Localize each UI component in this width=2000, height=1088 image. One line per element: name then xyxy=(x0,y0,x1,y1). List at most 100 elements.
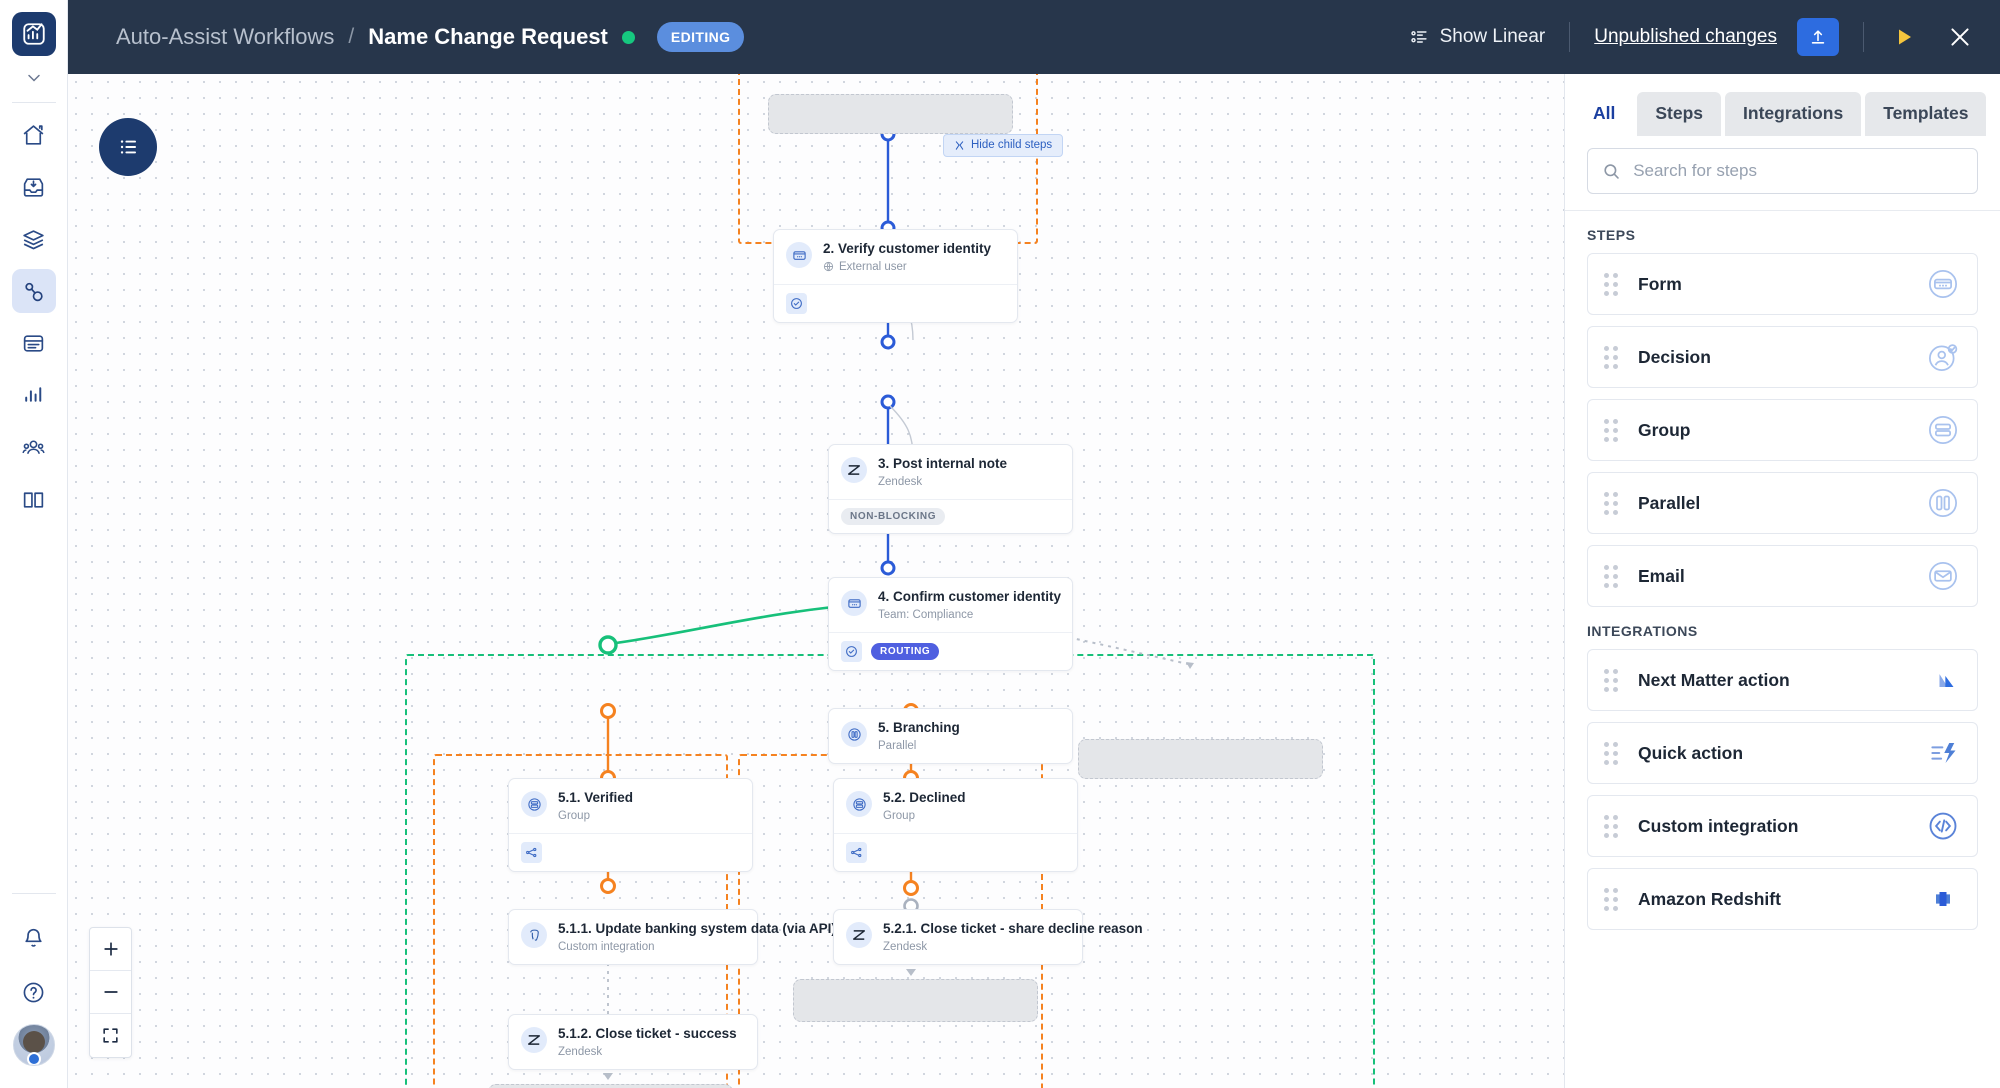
node-title: 4. Confirm customer identity xyxy=(878,589,1062,604)
fit-to-screen-button[interactable] xyxy=(90,1014,131,1057)
drag-handle-icon[interactable] xyxy=(1604,814,1618,838)
node-update-banking-system-data[interactable]: 5.1.1. Update banking system data (via A… xyxy=(508,909,836,965)
library-item-parallel[interactable]: Parallel xyxy=(1587,472,1978,534)
group-icon xyxy=(1927,414,1959,446)
node-post-internal-note[interactable]: 3. Post internal note Zendesk NON-BLOCKI… xyxy=(828,444,1073,534)
placeholder-node-right[interactable] xyxy=(1078,739,1323,779)
drag-handle-icon[interactable] xyxy=(1604,272,1618,296)
zendesk-glyph xyxy=(847,465,861,475)
node-footer: NON-BLOCKING xyxy=(829,498,1072,533)
node-close-ticket-success[interactable]: 5.1.2. Close ticket - success Zendesk xyxy=(508,1014,758,1070)
tab-all[interactable]: All xyxy=(1575,92,1634,136)
sidebar-item-workflows[interactable] xyxy=(11,269,56,313)
library-item-email[interactable]: Email xyxy=(1587,545,1978,607)
node-header: 5.1. Verified Group xyxy=(509,779,752,833)
collapse-rail-button[interactable] xyxy=(0,56,67,100)
status-badge[interactable]: EDITING xyxy=(656,22,745,52)
show-linear-label: Show Linear xyxy=(1439,26,1546,47)
close-button[interactable] xyxy=(1946,23,1974,51)
library-item-quick-action[interactable]: Quick action xyxy=(1587,722,1978,784)
library-item-decision[interactable]: Decision xyxy=(1587,326,1978,388)
library-item-group[interactable]: Group xyxy=(1587,399,1978,461)
node-subtitle: Custom integration xyxy=(558,941,836,953)
tab-steps[interactable]: Steps xyxy=(1637,92,1722,136)
publish-button[interactable] xyxy=(1797,18,1839,56)
group-icon xyxy=(521,791,547,817)
drag-handle-icon[interactable] xyxy=(1604,668,1618,692)
status-badge-non-blocking: NON-BLOCKING xyxy=(841,507,946,525)
node-confirm-customer-identity[interactable]: 4. Confirm customer identity Team: Compl… xyxy=(828,577,1073,671)
node-text-block: 2. Verify customer identity External use… xyxy=(823,241,991,273)
node-verified-group[interactable]: 5.1. Verified Group xyxy=(508,778,753,872)
drag-handle-icon[interactable] xyxy=(1604,741,1618,765)
node-verify-customer-identity[interactable]: 2. Verify customer identity External use… xyxy=(773,229,1018,323)
node-footer xyxy=(774,283,1017,322)
show-linear-button[interactable]: Show Linear xyxy=(1408,26,1546,48)
drag-handle-icon[interactable] xyxy=(1604,345,1618,369)
plus-icon xyxy=(103,942,118,956)
sidebar-item-layers[interactable] xyxy=(12,217,56,261)
library-item-label: Parallel xyxy=(1638,492,1701,513)
search-input[interactable] xyxy=(1633,161,1963,181)
sidebar-item-library[interactable] xyxy=(12,477,56,521)
sidebar-item-home[interactable] xyxy=(12,113,56,157)
library-item-amazon-redshift[interactable]: Amazon Redshift xyxy=(1587,868,1978,930)
unpublished-changes-link[interactable]: Unpublished changes xyxy=(1594,26,1777,47)
drag-handle-icon[interactable] xyxy=(1604,418,1618,442)
node-close-ticket-decline-reason[interactable]: 5.2.1. Close ticket - share decline reas… xyxy=(833,909,1143,965)
drag-handle-icon[interactable] xyxy=(1604,491,1618,515)
search-icon xyxy=(1604,163,1619,179)
app-logo[interactable] xyxy=(11,12,56,56)
zoom-out-button[interactable] xyxy=(90,971,131,1014)
hide-child-steps-button-top[interactable]: Hide child steps xyxy=(943,134,1064,157)
sidebar-item-analytics[interactable] xyxy=(12,373,56,417)
placeholder-node-declined[interactable] xyxy=(793,979,1038,1022)
breadcrumb: Auto-Assist Workflows / Name Change Requ… xyxy=(116,22,745,52)
library-item-label: Custom integration xyxy=(1638,815,1799,836)
node-text-block: 5. Branching Parallel xyxy=(878,720,960,752)
run-workflow-button[interactable] xyxy=(1892,25,1916,49)
canvas-overview-button[interactable] xyxy=(99,118,157,176)
sidebar-item-teams[interactable] xyxy=(12,425,56,469)
tab-integrations[interactable]: Integrations xyxy=(1725,92,1862,136)
next-matter-icon xyxy=(1927,664,1959,696)
list-bullets-icon xyxy=(120,140,137,154)
home-icon xyxy=(23,124,44,145)
zoom-in-button[interactable] xyxy=(90,928,131,971)
node-header: 2. Verify customer identity External use… xyxy=(774,230,1017,284)
library-item-label: Form xyxy=(1638,273,1682,294)
library-item-next-matter-action[interactable]: Next Matter action xyxy=(1587,649,1978,711)
node-text-block: 4. Confirm customer identity Team: Compl… xyxy=(878,589,1061,621)
drag-handle-icon[interactable] xyxy=(1604,564,1618,588)
drag-handle-icon[interactable] xyxy=(1604,887,1618,911)
library-item-form[interactable]: Form xyxy=(1587,253,1978,315)
library-item-custom-integration[interactable]: Custom integration xyxy=(1587,795,1978,857)
placeholder-node-verified[interactable] xyxy=(488,1084,733,1088)
node-footer: ROUTING xyxy=(829,631,1072,670)
help-button[interactable] xyxy=(12,970,56,1014)
node-title: 5.1.1. Update banking system data (via A… xyxy=(558,921,836,936)
node-subtitle-text: Zendesk xyxy=(883,940,928,953)
sidebar-item-records[interactable] xyxy=(12,321,56,365)
zendesk-icon xyxy=(846,922,872,948)
node-branching[interactable]: 5. Branching Parallel xyxy=(828,708,1073,764)
parallel-icon xyxy=(841,721,867,747)
library-item-label: Amazon Redshift xyxy=(1638,888,1781,909)
breadcrumb-parent[interactable]: Auto-Assist Workflows xyxy=(116,24,335,49)
user-avatar[interactable] xyxy=(12,1024,55,1066)
upload-icon xyxy=(1811,30,1825,44)
node-subtitle-text: Team: Compliance xyxy=(878,608,974,621)
search-box[interactable] xyxy=(1587,148,1978,194)
email-icon xyxy=(1927,560,1959,592)
node-declined-group[interactable]: 5.2. Declined Group xyxy=(833,778,1078,872)
node-text-block: 5.2.1. Close ticket - share decline reas… xyxy=(883,921,1143,953)
sidebar-item-inbox[interactable] xyxy=(12,165,56,209)
node-subtitle: Zendesk xyxy=(883,941,1143,953)
notifications-button[interactable] xyxy=(12,916,56,960)
tab-templates[interactable]: Templates xyxy=(1865,92,1987,136)
placeholder-node-top[interactable] xyxy=(768,94,1013,134)
node-header: 5. Branching Parallel xyxy=(829,709,1072,763)
step-library-list[interactable]: STEPS Form Decision Group xyxy=(1565,211,2000,1088)
node-header: 3. Post internal note Zendesk xyxy=(829,445,1072,499)
node-text-block: 5.1. Verified Group xyxy=(558,790,633,822)
